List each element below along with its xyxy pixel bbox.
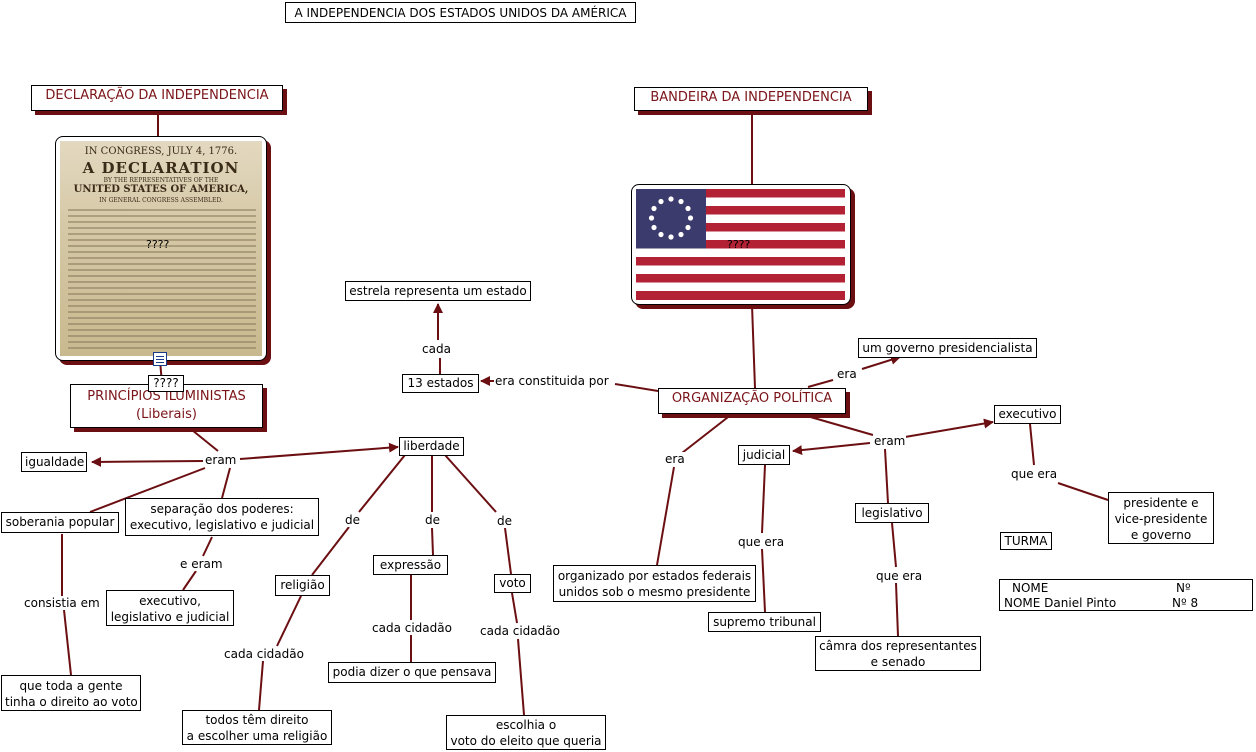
declaration-header: DECLARAÇÃO DA INDEPENDENCIA [31, 85, 283, 111]
link-de-religiao: de [344, 513, 361, 527]
node-expressao: expressão [373, 555, 448, 575]
node-legislativo: legislativo [855, 503, 929, 523]
doc-line-2: A DECLARATION [82, 159, 240, 177]
separacao-line1: separação dos poderes: [150, 502, 294, 516]
nome-label-1: NOME [1012, 581, 1049, 595]
node-liberdade: liberdade [399, 437, 464, 456]
link-cada-cidadao-religiao: cada cidadão [223, 647, 305, 661]
link-de-expressao: de [424, 513, 441, 527]
camara-line1: câmra dos representantes [819, 639, 977, 653]
node-soberania-popular: soberania popular [1, 512, 119, 533]
us-flag-image: ???? [631, 184, 851, 305]
turma-box: TURMA [1000, 532, 1052, 550]
node-podia-dizer: podia dizer o que pensava [328, 662, 496, 683]
nome-label-2: NOME Daniel Pinto [1004, 596, 1117, 610]
numero-label-2: Nº 8 [1172, 596, 1199, 610]
link-eram-poderes: eram [873, 434, 907, 448]
link-cada-cidadao-voto: cada cidadão [479, 624, 561, 638]
map-title: A INDEPENDENCIA DOS ESTADOS UNIDOS DA AM… [285, 2, 636, 23]
escolhia-line2: voto do eleito que queria [450, 734, 602, 748]
link-era-constituida: era constituida por [494, 374, 610, 388]
node-voto: voto [494, 574, 531, 593]
node-igualdade: igualdade [21, 452, 87, 472]
principles-header-line1: PRINCÍPIOS ILUMINISTAS [87, 389, 246, 404]
camara-line2: e senado [870, 655, 926, 669]
node-supremo-tribunal: supremo tribunal [708, 612, 821, 632]
toda-gente-line2: tinha o direito ao voto [5, 695, 138, 709]
doc-line-3: BY THE REPRESENTATIVES OF THE [103, 177, 219, 184]
link-cada-cidadao-expressao: cada cidadão [371, 621, 453, 635]
node-judicial: judicial [738, 445, 790, 465]
doc-line-4: UNITED STATES OF AMERICA, [73, 184, 249, 195]
node-executivo-legislativo-judicial: executivo, legislativo e judicial [106, 590, 234, 626]
link-consistia-em: consistia em [23, 596, 101, 610]
nome-box: NOME Nº NOME Daniel Pinto Nº 8 [999, 579, 1253, 611]
organizado-line2: unidos sob o mesmo presidente [558, 585, 751, 599]
presidente-line1: presidente e [1123, 496, 1199, 510]
declaration-document-image: IN CONGRESS, JULY 4, 1776. A DECLARATION… [55, 136, 267, 361]
political-organization-header: ORGANIZAÇÃO POLÍTICA [658, 388, 846, 414]
note-question-box: ???? [148, 375, 184, 392]
presidente-line3: e governo [1130, 528, 1192, 542]
exec-leg-line1: executivo, [139, 594, 201, 608]
exec-leg-line2: legislativo e judicial [110, 610, 230, 624]
todos-line1: todos têm direito [205, 713, 309, 727]
link-que-era-executivo: que era [1010, 467, 1059, 481]
node-direito-voto: que toda a gente tinha o direito ao voto [1, 675, 141, 711]
node-estados-federais: organizado por estados federais unidos s… [553, 565, 756, 602]
separacao-line2: executivo, legislativo e judicial [129, 518, 315, 532]
note-icon[interactable] [153, 352, 167, 366]
node-13-estados: 13 estados [402, 374, 479, 393]
link-era-governo: era [836, 367, 858, 381]
node-executivo: executivo [994, 405, 1061, 424]
node-escolher-religiao: todos têm direito a escolher uma religiã… [182, 710, 332, 745]
declaration-question-label: ???? [146, 238, 170, 251]
link-era-organizado: era [664, 452, 686, 466]
link-eram-principios: eram [204, 453, 238, 467]
node-religiao: religião [275, 575, 330, 596]
node-governo-presidencialista: um governo presidencialista [858, 338, 1037, 358]
principles-header-line2: (Liberais) [136, 407, 197, 422]
node-camara-senado: câmra dos representantes e senado [815, 636, 981, 671]
numero-label-1: Nº [1176, 581, 1191, 595]
toda-gente-line1: que toda a gente [19, 679, 123, 693]
doc-line-5: IN GENERAL CONGRESS ASSEMBLED. [99, 197, 223, 204]
flag-question-label: ???? [727, 238, 751, 251]
doc-line-1: IN CONGRESS, JULY 4, 1776. [84, 146, 238, 157]
link-que-era-legislativo: que era [875, 569, 924, 583]
flag-header: BANDEIRA DA INDEPENDENCIA [634, 87, 868, 111]
link-que-era-judicial: que era [737, 535, 786, 549]
link-de-voto: de [496, 514, 513, 528]
node-escolhia-voto: escolhia o voto do eleito que queria [446, 715, 606, 750]
node-presidente: presidente e vice-presidente e governo [1108, 492, 1214, 544]
link-e-eram: e eram [179, 557, 224, 571]
node-estrela: estrela representa um estado [345, 281, 531, 301]
link-cada: cada [421, 342, 452, 356]
escolhia-line1: escolhia o [495, 718, 557, 732]
presidente-line2: vice-presidente [1114, 512, 1208, 526]
node-separacao-poderes: separação dos poderes: executivo, legisl… [125, 498, 319, 536]
organizado-line1: organizado por estados federais [557, 569, 752, 583]
todos-line2: a escolher uma religião [186, 729, 328, 743]
